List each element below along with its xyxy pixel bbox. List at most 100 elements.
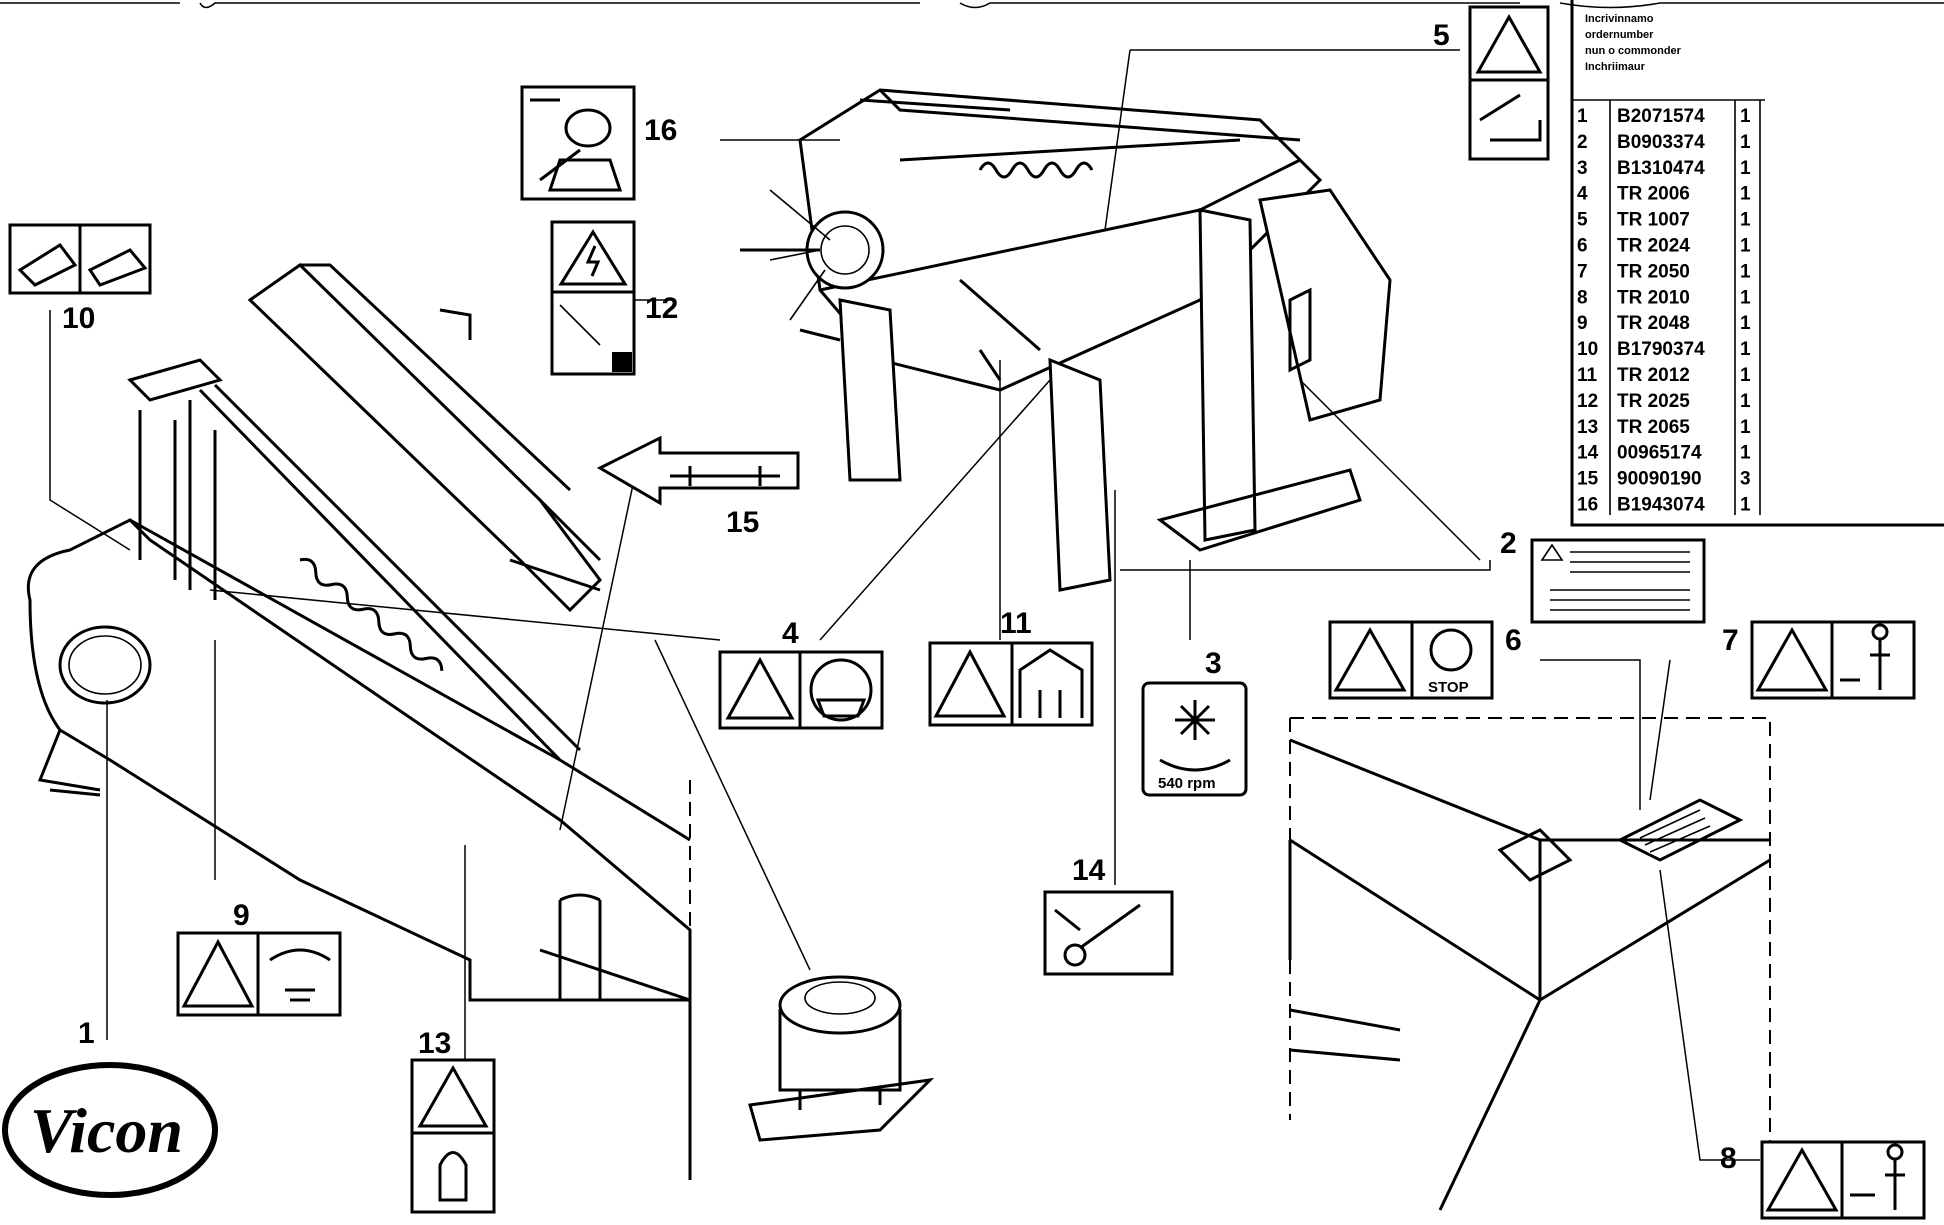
decal-12 bbox=[550, 220, 636, 376]
callout-9: 9 bbox=[233, 899, 250, 932]
table-cell-pos: 14 bbox=[1577, 443, 1599, 464]
table-cell-pos: 3 bbox=[1577, 158, 1588, 179]
table-cell-pos: 9 bbox=[1577, 313, 1588, 334]
decal-10 bbox=[8, 223, 152, 295]
table-cell-part: TR 1007 bbox=[1617, 210, 1690, 231]
table-cell-part: 90090190 bbox=[1617, 469, 1702, 490]
table-cell-qty: 1 bbox=[1740, 106, 1751, 127]
table-cell-part: B1943074 bbox=[1617, 495, 1705, 516]
callout-12: 12 bbox=[645, 292, 678, 325]
decal-3: 540 rpm bbox=[1141, 681, 1248, 797]
decal-2 bbox=[1530, 538, 1706, 624]
table-cell-part: TR 2065 bbox=[1617, 417, 1690, 438]
warning-triangle-icon bbox=[181, 938, 255, 1008]
callout-11: 11 bbox=[1000, 607, 1032, 640]
decal-1-logo: Vicon bbox=[2, 1062, 218, 1198]
table-cell-pos: 11 bbox=[1577, 365, 1598, 386]
decal-9 bbox=[176, 931, 342, 1017]
decal-5 bbox=[1468, 5, 1550, 161]
callout-3: 3 bbox=[1205, 647, 1222, 680]
table-cell-part: B1310474 bbox=[1617, 158, 1705, 179]
decal-8 bbox=[1760, 1140, 1926, 1220]
decal-4 bbox=[718, 650, 884, 730]
table-cell-pos: 4 bbox=[1577, 184, 1588, 205]
callout-2: 2 bbox=[1500, 527, 1517, 560]
table-cell-part: B1790374 bbox=[1617, 339, 1705, 360]
warning-triangle-icon bbox=[1755, 626, 1829, 692]
callout-5: 5 bbox=[1433, 19, 1450, 52]
decal-14 bbox=[1043, 890, 1174, 976]
warning-triangle-icon bbox=[417, 1064, 489, 1128]
callout-7: 7 bbox=[1722, 624, 1739, 657]
table-cell-qty: 1 bbox=[1740, 391, 1751, 412]
table-cell-part: TR 2010 bbox=[1617, 287, 1690, 308]
table-cell-qty: 1 bbox=[1740, 261, 1751, 282]
table-cell-part: 00965174 bbox=[1617, 443, 1702, 464]
table-cell-pos: 7 bbox=[1577, 261, 1588, 282]
person-icon bbox=[1850, 1160, 1905, 1210]
table-cell-part: TR 2025 bbox=[1617, 391, 1690, 412]
decal-6: STOP bbox=[1328, 620, 1494, 700]
table-cell-qty: 1 bbox=[1740, 495, 1751, 516]
table-cell-part: TR 2024 bbox=[1617, 236, 1690, 257]
table-cell-qty: 1 bbox=[1740, 236, 1751, 257]
warning-triangle-icon bbox=[933, 648, 1007, 718]
hand-hazard-icon bbox=[1479, 93, 1542, 142]
table-header-line-1: Incrivinnamo bbox=[1585, 13, 1654, 25]
table-cell-qty: 1 bbox=[1740, 313, 1751, 334]
table-cell-qty: 1 bbox=[1740, 158, 1751, 179]
table-cell-pos: 1 bbox=[1577, 106, 1588, 127]
callout-6: 6 bbox=[1505, 624, 1522, 657]
table-cell-part: TR 2050 bbox=[1617, 261, 1690, 282]
table-cell-qty: 1 bbox=[1740, 417, 1751, 438]
table-cell-pos: 2 bbox=[1577, 132, 1588, 153]
table-cell-pos: 10 bbox=[1577, 339, 1598, 360]
table-cell-qty: 3 bbox=[1740, 469, 1751, 490]
rpm-label: 540 rpm bbox=[1158, 775, 1216, 792]
table-cell-part: B0903374 bbox=[1617, 132, 1705, 153]
callout-4: 4 bbox=[782, 617, 799, 650]
table-cell-pos: 15 bbox=[1577, 469, 1599, 490]
callout-1: 1 bbox=[78, 1017, 95, 1050]
rpm-rotation-icon bbox=[1175, 700, 1215, 740]
callout-numbers: 1 2 3 4 5 6 7 8 9 10 11 12 13 14 15 16 bbox=[62, 19, 1739, 1175]
table-cell-qty: 1 bbox=[1740, 365, 1751, 386]
table-header-line-4: Inchriimaur bbox=[1585, 61, 1646, 73]
callout-13: 13 bbox=[418, 1027, 451, 1060]
table-cell-qty: 1 bbox=[1740, 287, 1751, 308]
table-header-line-2: ordernumber bbox=[1585, 29, 1654, 41]
callout-8: 8 bbox=[1720, 1142, 1737, 1175]
table-cell-qty: 1 bbox=[1740, 210, 1751, 231]
table-cell-pos: 6 bbox=[1577, 236, 1588, 257]
leader-lines bbox=[49, 49, 1760, 1161]
stop-icon bbox=[1429, 628, 1473, 672]
table-cell-pos: 8 bbox=[1577, 287, 1588, 308]
warning-triangle-icon bbox=[1475, 13, 1543, 74]
person-icon bbox=[1840, 640, 1890, 690]
decal-11 bbox=[928, 641, 1094, 727]
table-header-line-3: nun o commonder bbox=[1585, 45, 1682, 57]
table-cell-pos: 13 bbox=[1577, 417, 1598, 438]
table-cell-part: TR 2006 bbox=[1617, 184, 1690, 205]
person-icon bbox=[1038, 690, 1062, 718]
decal-16 bbox=[520, 85, 636, 201]
warning-triangle-icon bbox=[1333, 626, 1407, 692]
warning-triangle-icon bbox=[1765, 1146, 1839, 1212]
callout-10: 10 bbox=[62, 302, 95, 335]
table-cell-part: TR 2048 bbox=[1617, 313, 1690, 334]
callout-15: 15 bbox=[726, 506, 759, 539]
table-cell-qty: 1 bbox=[1740, 184, 1751, 205]
table-cell-pos: 16 bbox=[1577, 495, 1598, 516]
callout-16: 16 bbox=[644, 114, 677, 147]
logo-text: Vicon bbox=[30, 1095, 183, 1166]
stop-label: STOP bbox=[1428, 679, 1469, 696]
decal-13 bbox=[410, 1058, 496, 1214]
table-cell-qty: 1 bbox=[1740, 339, 1751, 360]
decal-7 bbox=[1750, 620, 1916, 700]
hose-icon bbox=[670, 466, 780, 486]
table-cell-part: B2071574 bbox=[1617, 106, 1705, 127]
lightning-hazard-icon bbox=[558, 229, 628, 286]
